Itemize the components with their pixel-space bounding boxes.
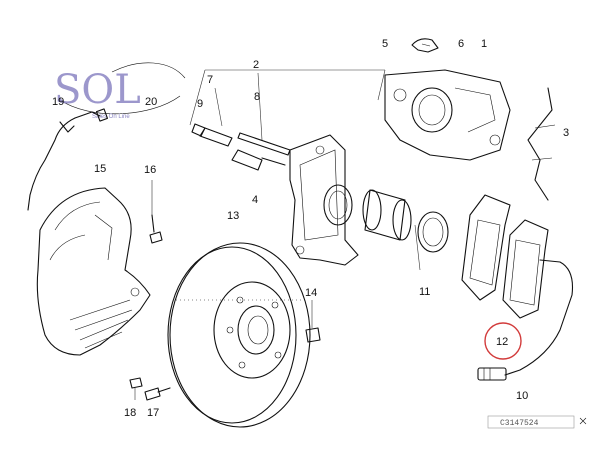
caliper-clip	[411, 38, 439, 53]
callout-4: 4	[252, 194, 258, 206]
callout-20: 20	[145, 96, 157, 108]
callout-17: 17	[147, 407, 159, 419]
brake-pads	[461, 194, 549, 319]
wear-sensor-cable-left	[27, 108, 109, 211]
shield-bolt	[149, 180, 163, 244]
callout-13: 13	[227, 210, 239, 222]
callout-18: 18	[124, 407, 136, 419]
pad-wear-sensor	[477, 259, 574, 381]
callout-9: 9	[197, 98, 203, 110]
caliper-piston-kit	[323, 184, 449, 271]
reference-code: C3147524	[500, 419, 539, 428]
guide-bolts	[189, 69, 386, 171]
callout-2: 2	[253, 59, 259, 71]
sol-logo: SOL Sales On Line	[54, 62, 186, 120]
callout-1: 1	[481, 38, 487, 50]
callout-5: 5	[382, 38, 388, 50]
caliper-carrier	[289, 134, 359, 266]
logo-tagline: Sales On Line	[92, 114, 130, 120]
disc-locating-screw	[305, 300, 321, 343]
callout-15: 15	[94, 163, 106, 175]
reference-code-box: C3147524	[487, 415, 587, 429]
callout-11: 11	[419, 286, 430, 298]
logo-mark: SOL	[54, 67, 141, 113]
callouts: 1 2 3 4 5 6 7 8 9 10 11 12 13 14 15 16 1…	[52, 38, 569, 419]
callout-6: 6	[458, 38, 464, 50]
pad-retaining-spring	[527, 87, 556, 201]
callout-19: 19	[52, 96, 64, 108]
callout-16: 16	[144, 164, 156, 176]
brake-disc	[167, 242, 311, 428]
callout-3: 3	[563, 127, 569, 139]
callout-8: 8	[254, 91, 260, 103]
bolt-pair-lower	[129, 377, 171, 401]
callout-7: 7	[207, 74, 213, 86]
dust-shield	[36, 187, 151, 356]
callout-12: 12	[496, 336, 508, 348]
callout-14: 14	[305, 287, 317, 299]
caliper-housing	[384, 69, 511, 161]
callout-10: 10	[516, 390, 528, 402]
highlight-ring	[484, 322, 522, 360]
